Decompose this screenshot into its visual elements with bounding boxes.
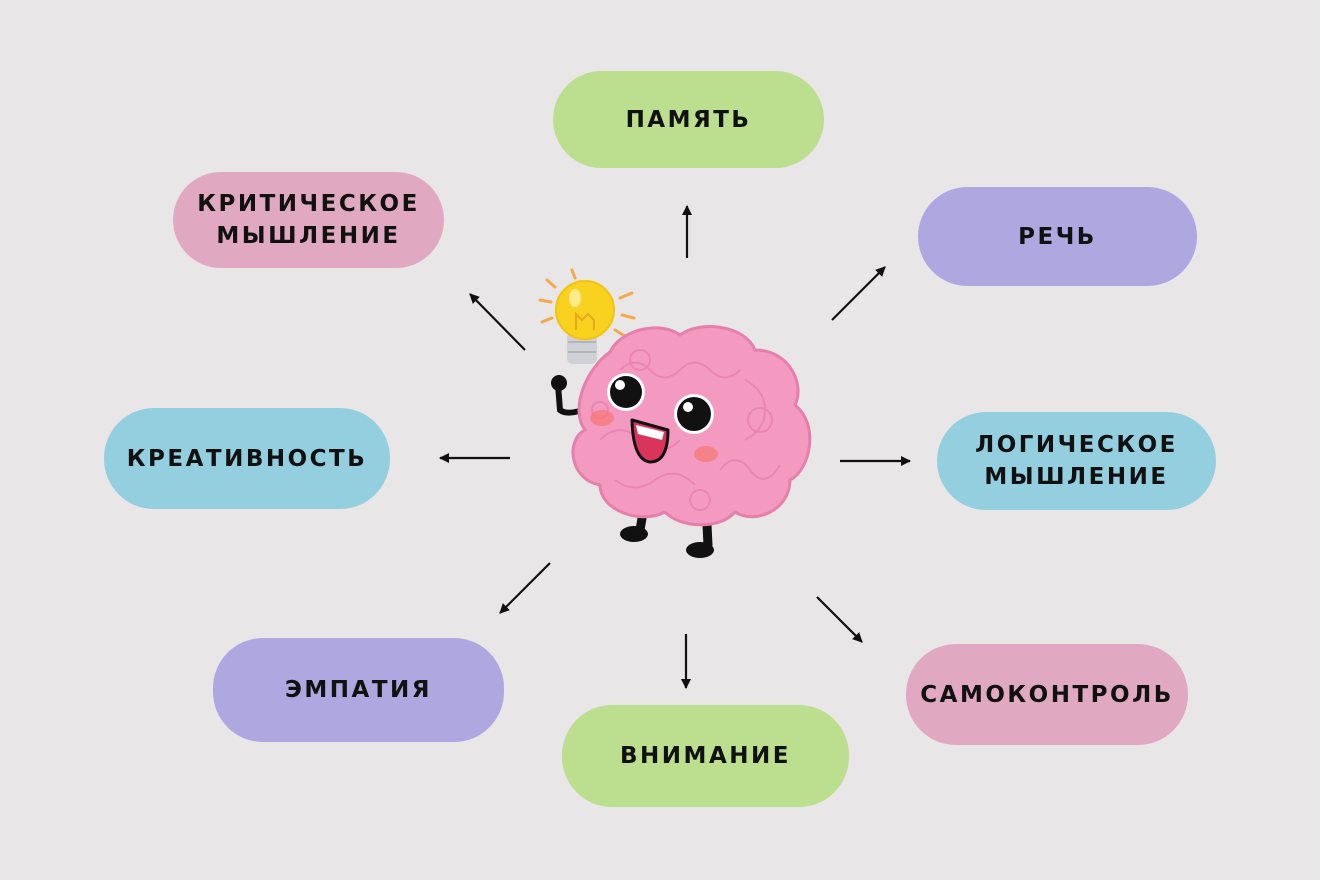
lightbulb-icon [555,280,615,364]
light-rays-icon [538,268,636,338]
node-self-control: САМОКОНТРОЛЬ [906,644,1188,745]
eyes-icon [607,373,714,434]
smile-icon [630,418,670,464]
node-creativity: КРЕАТИВНОСТЬ [104,408,390,509]
arrow-to-self-control [816,596,863,643]
node-speech: РЕЧЬ [918,187,1197,286]
node-logical-thinking: ЛОГИЧЕСКОЕ МЫШЛЕНИЕ [937,412,1216,510]
node-memory: ПАМЯТЬ [553,71,824,168]
node-critical-thinking: КРИТИЧЕСКОЕ МЫШЛЕНИЕ [173,172,444,268]
node-attention: ВНИМАНИЕ [562,705,849,807]
arrow-to-speech [831,266,886,321]
arrow-to-critical-thinking [469,293,526,351]
arrow-to-empathy [499,562,551,614]
node-empathy: ЭМПАТИЯ [213,638,504,742]
